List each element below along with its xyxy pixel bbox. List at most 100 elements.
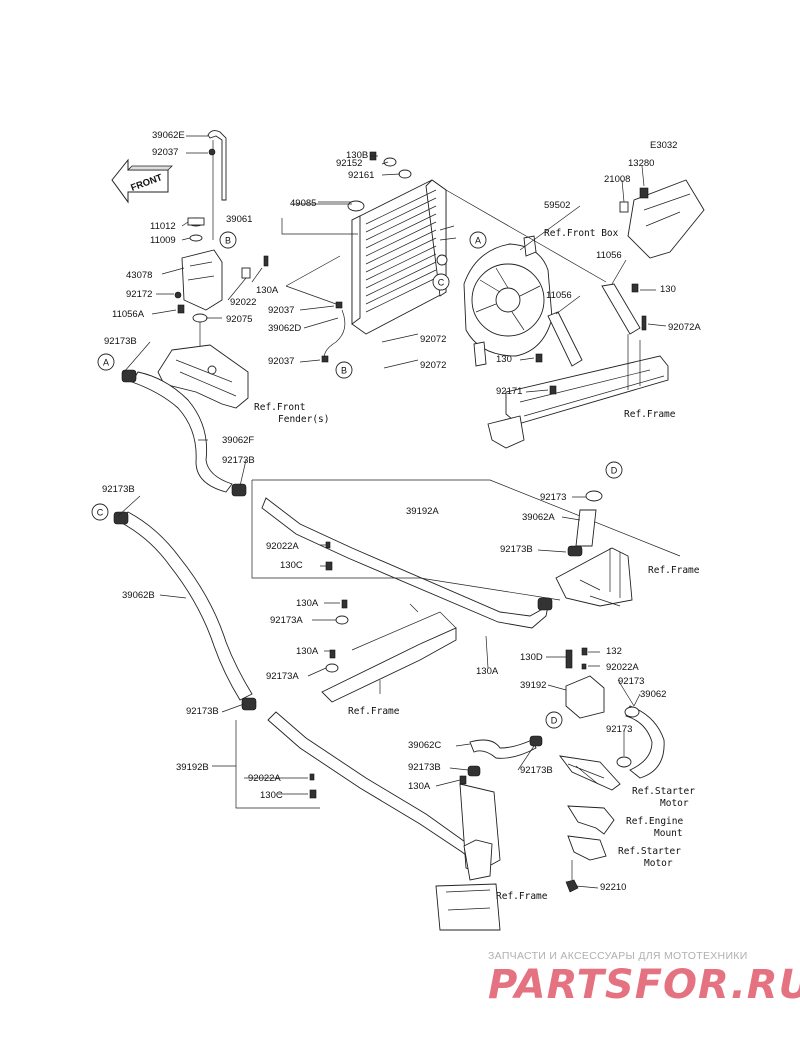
radiator-cap-49085: [347, 200, 365, 212]
frame-detail: [579, 579, 621, 607]
bolt-130C-mid: [325, 561, 333, 571]
clip-92022A-mid: [325, 541, 331, 549]
label-43078: 43078: [126, 270, 152, 281]
ref-frame-top: Ref.Frame: [624, 409, 676, 420]
leader-92037-mid: [285, 255, 341, 305]
bracket-line-39192A-b: [251, 480, 561, 601]
clamp-92037-top: [208, 148, 216, 156]
callout-b-hose: B: [335, 361, 353, 379]
tank-detail: [187, 261, 215, 281]
label-92022A-mid: 92022A: [266, 541, 299, 552]
label-21008: 21008: [604, 174, 630, 185]
label-11012: 11012: [150, 221, 176, 232]
label-11056-r: 11056: [596, 250, 622, 261]
reservoir-tank-43078: [181, 249, 223, 311]
label-92075: 92075: [226, 314, 252, 325]
label-39062E: 39062E: [152, 130, 185, 141]
label-92173B-mid: 92173B: [222, 455, 255, 466]
hose-39062C: [469, 739, 537, 759]
bracket-line-39192A: [252, 479, 681, 557]
label-92172: 92172: [126, 289, 152, 300]
label-130-r: 130: [660, 284, 676, 295]
grommet-92161: [398, 169, 412, 179]
leader-lines: [117, 135, 667, 889]
bracket-line-39192B: [235, 720, 320, 809]
label-92022A-low: 92022A: [248, 773, 281, 784]
label-92072-a: 92072: [420, 334, 446, 345]
ref-starter-1a: Ref.Starter: [632, 786, 695, 797]
svg-text:B: B: [225, 236, 231, 246]
hose-39062D: [324, 309, 346, 363]
fan-assembly-59502: [463, 235, 553, 367]
label-92173B-d: 92173B: [500, 544, 533, 555]
callout-c-rad: C: [432, 273, 450, 291]
bolt-130-fan: [535, 353, 543, 363]
label-132: 132: [606, 646, 622, 657]
label-39062C: 39062C: [408, 740, 441, 751]
svg-text:B: B: [341, 366, 347, 376]
cap-body: [187, 217, 205, 226]
watermark-tagline: ЗАПЧАСТИ И АКСЕССУАРЫ ДЛЯ МОТОТЕХНИКИ: [488, 950, 748, 962]
clamp-92037-mid: [335, 301, 343, 309]
clamp-92173B-c2: [467, 765, 481, 777]
ref-frame-right: Ref.Frame: [648, 565, 700, 576]
clamp-92173B-d: [567, 545, 583, 557]
label-92152: 92152: [336, 158, 362, 169]
label-92173-r2: 92173: [606, 724, 632, 735]
label-39062D: 39062D: [268, 323, 301, 334]
label-130A-low: 130A: [408, 781, 431, 792]
ref-starter-2b: Motor: [644, 858, 673, 869]
hose-39062: [625, 705, 665, 779]
callout-a-left: A: [97, 353, 115, 371]
ref-engine-b: Mount: [654, 828, 683, 839]
clamp-92173-d: [585, 490, 603, 502]
label-92173B-r: 92173B: [520, 765, 553, 776]
label-39192B: 39192B: [176, 762, 209, 773]
clamp-92173B-mid: [231, 483, 247, 497]
label-39062B: 39062B: [122, 590, 155, 601]
label-39061: 39061: [226, 214, 252, 225]
label-39062: 39062: [640, 689, 666, 700]
label-11056-m: 11056: [546, 290, 572, 301]
label-130D: 130D: [520, 652, 543, 663]
label-92173B-left: 92173B: [104, 336, 137, 347]
ref-engine-a: Ref.Engine: [626, 816, 683, 827]
front-fender-bracket: [157, 344, 249, 409]
ref-front-fender-1: Ref.Front: [254, 402, 305, 413]
label-92022-tank: 92022: [230, 297, 256, 308]
thermostat-housing-39192: [565, 647, 665, 779]
svg-text:A: A: [103, 358, 109, 368]
radiator-assembly-39061: [321, 151, 457, 363]
label-92173B-low: 92173B: [186, 706, 219, 717]
clip-92022A-low: [309, 773, 315, 781]
label-39192A: 39192A: [406, 506, 439, 517]
bolt-130-r: [631, 283, 639, 293]
label-130A-tank: 130A: [256, 285, 279, 296]
ref-frame-mid: Ref.Frame: [348, 706, 400, 717]
part-21008: [619, 201, 629, 213]
clamp-92173B-c: [113, 511, 129, 525]
middle-frame-bracket: [321, 599, 457, 703]
tie-92072A: [641, 315, 647, 331]
svg-text:C: C: [97, 508, 104, 518]
lower-engine-pipe: [435, 775, 501, 931]
leader-39061: [281, 203, 358, 235]
svg-text:D: D: [551, 716, 558, 726]
bracket-11056-r: [601, 283, 641, 335]
grommet-92152: [383, 157, 397, 167]
starter-engine-mounts: [558, 755, 621, 893]
svg-text:D: D: [611, 466, 618, 476]
clamp-92173B-left: [121, 369, 137, 383]
label-92072-b: 92072: [420, 360, 446, 371]
label-92210: 92210: [600, 882, 626, 893]
label-92161: 92161: [348, 170, 374, 181]
ref-starter-1b: Motor: [660, 798, 689, 809]
label-e3032: E3032: [650, 140, 677, 151]
label-49085: 49085: [290, 198, 316, 209]
label-92173B-c2: 92173B: [408, 762, 441, 773]
label-92037-top: 92037: [152, 147, 178, 158]
overflow-hose-end: [207, 130, 227, 201]
ref-front-box: Ref.Front Box: [544, 228, 619, 239]
svg-text:A: A: [475, 236, 481, 246]
label-13280: 13280: [628, 158, 654, 169]
